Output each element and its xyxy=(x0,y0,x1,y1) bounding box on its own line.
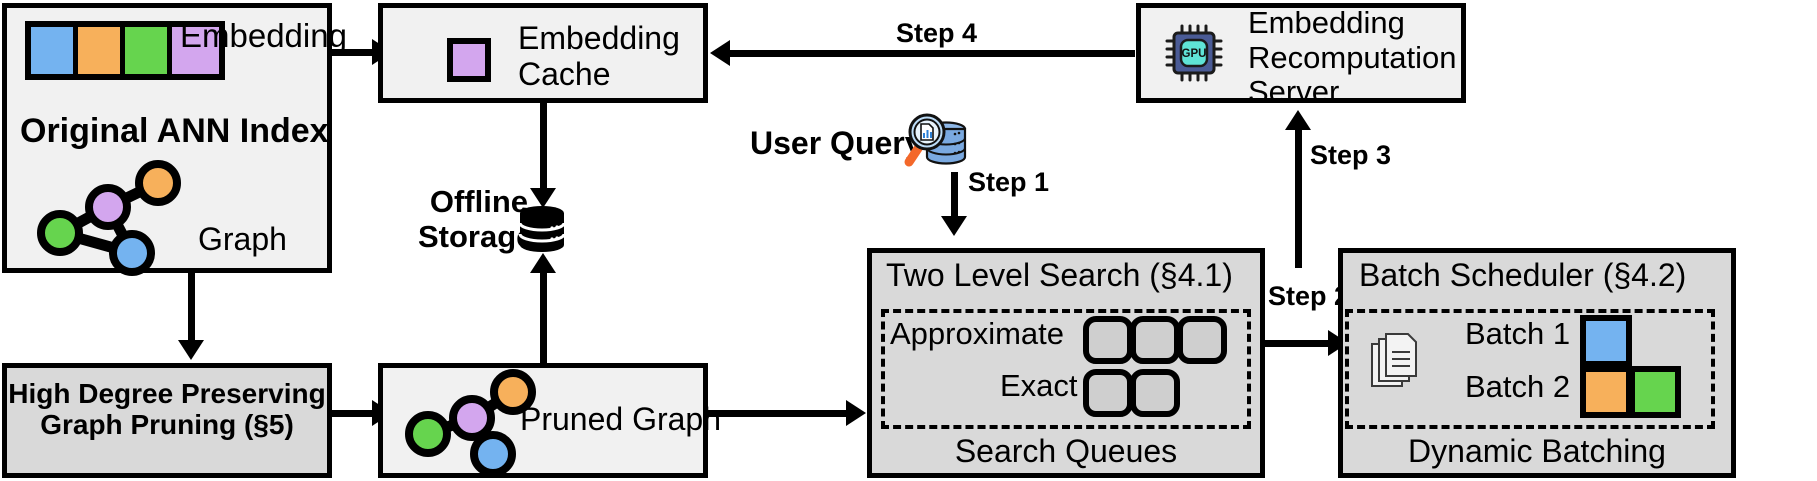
step3-label: Step 3 xyxy=(1310,140,1392,170)
step4-label: Step 4 xyxy=(896,18,978,48)
arrow-step3-head xyxy=(1285,110,1311,130)
batch-swatch-green xyxy=(1629,366,1681,418)
search-queues-footer: Search Queues xyxy=(954,433,1178,469)
pruned-node-orange xyxy=(490,369,536,415)
embedding-cell-green xyxy=(125,27,172,74)
arrow-step3-line xyxy=(1295,128,1302,268)
graph-node-purple xyxy=(85,184,131,230)
embedding-cache-box xyxy=(378,3,708,103)
step1-label: Step 1 xyxy=(968,167,1050,197)
embedding-label: Embedding xyxy=(180,17,347,54)
embedding-strip xyxy=(25,21,225,80)
database-icon xyxy=(518,206,566,252)
arrow-prunedgraph-to-search-head xyxy=(846,400,866,426)
embedding-cell-purple xyxy=(172,27,219,74)
arrow-index-to-cache-line xyxy=(332,49,374,56)
original-ann-index-title: Original ANN Index xyxy=(20,112,329,150)
pruned-node-green xyxy=(405,411,451,457)
batch-scheduler-title: Batch Scheduler (§4.2) xyxy=(1359,257,1687,293)
batch-2-label: Batch 2 xyxy=(1465,369,1571,404)
arrow-pruning-to-prunedgraph-line xyxy=(332,410,374,417)
step2-label: Step 2 xyxy=(1268,281,1350,311)
arrow-index-to-pruning-line xyxy=(188,273,195,343)
magnifier-database-icon xyxy=(904,113,967,167)
graph-node-blue xyxy=(109,230,155,276)
gpu-chip-text: GPU xyxy=(1182,48,1207,60)
queue-slot xyxy=(1130,316,1180,364)
graph-label: Graph xyxy=(198,221,287,257)
pruned-graph-label: Pruned Graph xyxy=(520,401,722,437)
approximate-slots xyxy=(1083,316,1227,364)
arrow-step4-line xyxy=(730,50,1135,57)
batch-1-swatches xyxy=(1580,315,1632,367)
arrow-step1-line xyxy=(951,172,958,220)
arrow-index-to-pruning-head xyxy=(178,340,204,360)
pruned-graph-svg xyxy=(405,369,536,477)
batch-2-swatches xyxy=(1580,366,1681,418)
batch-1-label: Batch 1 xyxy=(1465,316,1571,351)
exact-slots xyxy=(1083,369,1180,417)
search-queues-dashed-region xyxy=(881,309,1251,429)
arrow-prunedgraph-to-storage-head xyxy=(530,253,556,273)
graph-pruning-label: High Degree Preserving Graph Pruning (§5… xyxy=(8,378,326,441)
pruned-node-blue xyxy=(470,431,516,477)
original-graph-svg xyxy=(37,160,181,276)
pruned-node-purple xyxy=(449,395,495,441)
embedding-cell-orange xyxy=(78,27,125,74)
gpu-chip-icon: GPU xyxy=(1165,24,1223,82)
user-query-label: User Query xyxy=(750,125,923,161)
arrow-step1-head xyxy=(941,216,967,236)
arrow-prunedgraph-to-storage-line xyxy=(540,270,547,365)
recomputation-server-label: Embedding Recomputation Server xyxy=(1248,5,1457,110)
queue-slot xyxy=(1083,316,1133,364)
arrow-prunedgraph-to-search-line xyxy=(708,410,848,417)
queue-slot xyxy=(1177,316,1227,364)
two-level-search-title: Two Level Search (§4.1) xyxy=(886,257,1233,293)
dynamic-batching-dashed-region xyxy=(1345,309,1715,429)
offline-storage-label: Offline Storage xyxy=(418,184,534,254)
batch-swatch-blue xyxy=(1580,315,1632,367)
queue-slot xyxy=(1130,369,1180,417)
batch-swatch-orange xyxy=(1580,366,1632,418)
graph-node-orange xyxy=(135,160,181,206)
graph-pruning-box xyxy=(2,363,332,478)
embedding-cache-label: Embedding Cache xyxy=(518,20,680,92)
arrow-step2-line xyxy=(1265,340,1330,347)
embedding-cell-blue xyxy=(31,27,78,74)
exact-row-label: Exact xyxy=(1000,368,1078,403)
documents-icon xyxy=(1371,333,1417,387)
arrow-step4-head xyxy=(710,40,730,66)
approximate-row-label: Approximate xyxy=(890,316,1065,351)
arrow-cache-to-storage-head xyxy=(530,188,556,208)
arrow-cache-to-storage-line xyxy=(540,103,547,191)
dynamic-batching-footer: Dynamic Batching xyxy=(1408,433,1666,469)
queue-slot xyxy=(1083,369,1133,417)
embedding-cache-swatch-icon xyxy=(447,38,491,82)
graph-node-green xyxy=(37,210,83,256)
